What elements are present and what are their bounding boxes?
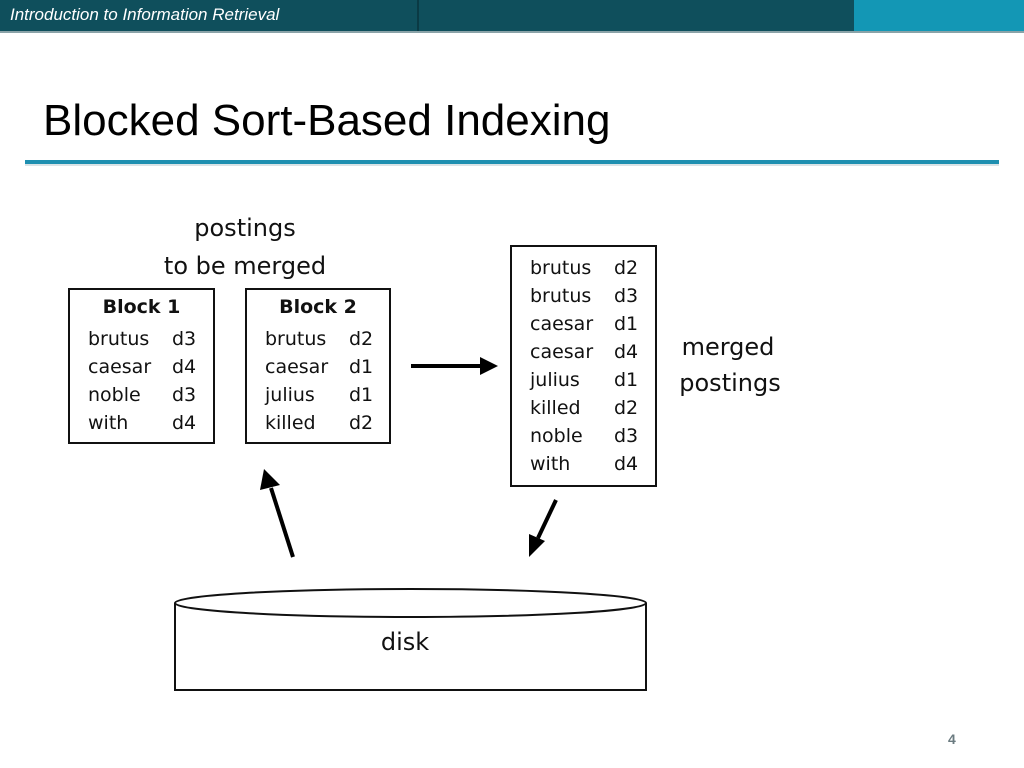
doc-id: d4	[614, 453, 639, 475]
doc-id: d4	[172, 356, 197, 378]
doc-id: d1	[614, 369, 639, 391]
doc-id: d3	[172, 384, 197, 406]
doc-id: d4	[614, 341, 639, 363]
doc-id: d1	[614, 313, 639, 335]
term: noble	[88, 384, 141, 406]
title-underline-shadow	[25, 164, 999, 166]
term: brutus	[530, 285, 592, 307]
doc-id: d3	[172, 328, 197, 350]
term: killed	[530, 397, 581, 419]
block-1: Block 1 brutus d3 caesar d4 noble d3 wit…	[68, 288, 215, 444]
block-2: Block 2 brutus d2 caesar d1 julius d1 ki…	[245, 288, 391, 444]
header-bar	[0, 0, 1024, 33]
header-accent-block	[854, 0, 1024, 31]
title-underline	[25, 160, 999, 164]
page-number: 4	[948, 731, 956, 747]
postings-label-line2: to be merged	[163, 252, 327, 280]
arrow-down	[529, 499, 558, 557]
postings-label-line1: postings	[194, 214, 296, 242]
term: brutus	[88, 328, 150, 350]
header-bottom-line	[0, 31, 1024, 33]
term: brutus	[265, 328, 327, 350]
term: caesar	[265, 356, 329, 378]
term: caesar	[530, 341, 594, 363]
term: caesar	[530, 313, 594, 335]
doc-id: d4	[172, 412, 197, 434]
term: brutus	[530, 257, 592, 279]
doc-id: d1	[349, 384, 374, 406]
doc-id: d3	[614, 425, 639, 447]
merged-label-line1: merged	[681, 333, 775, 361]
term: with	[88, 412, 129, 434]
doc-id: d1	[349, 356, 374, 378]
disk-cylinder	[174, 588, 647, 691]
arrow-right	[411, 357, 498, 375]
header-divider	[417, 0, 419, 31]
term: caesar	[88, 356, 152, 378]
slide-title: Blocked Sort-Based Indexing	[43, 96, 611, 145]
doc-id: d2	[349, 328, 374, 350]
term: julius	[530, 369, 580, 391]
doc-id: d3	[614, 285, 639, 307]
merged-postings-box: brutus d2 brutus d3 caesar d1 caesar d4 …	[510, 245, 657, 487]
term: noble	[530, 425, 583, 447]
disk-label: disk	[380, 628, 430, 656]
merged-label-line2: postings	[679, 369, 781, 397]
arrow-up	[260, 469, 295, 558]
term: julius	[265, 384, 315, 406]
block-2-title: Block 2	[279, 296, 357, 318]
block-1-title: Block 1	[102, 296, 181, 318]
doc-id: d2	[349, 412, 374, 434]
doc-id: d2	[614, 397, 639, 419]
term: killed	[265, 412, 316, 434]
course-title: Introduction to Information Retrieval	[10, 5, 280, 24]
doc-id: d2	[614, 257, 639, 279]
term: with	[530, 453, 571, 475]
